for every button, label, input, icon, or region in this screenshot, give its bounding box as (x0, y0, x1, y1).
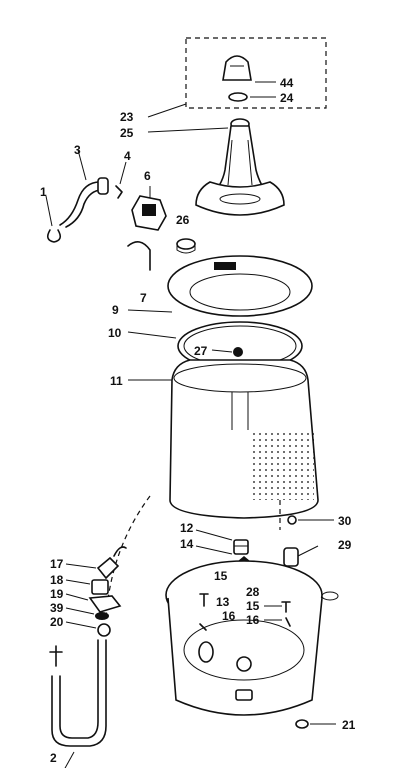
label-19: 19 (50, 587, 64, 601)
label-2: 2 (50, 751, 57, 765)
part-39-washer (95, 612, 109, 620)
part-27-nut (233, 347, 243, 357)
part-16-bolt-b (285, 617, 291, 627)
label-16b: 16 (246, 613, 260, 627)
label-11: 11 (110, 374, 123, 388)
label-15b: 15 (246, 599, 260, 613)
label-6: 6 (144, 169, 151, 183)
part-26-plug (176, 238, 196, 254)
label-16a: 16 (222, 609, 236, 623)
part-7-wire (127, 241, 151, 271)
label-3: 3 (74, 143, 81, 157)
part-14-base-tub (165, 560, 339, 716)
label-7: 7 (140, 291, 147, 305)
label-23: 23 (120, 110, 134, 124)
label-9: 9 (112, 303, 119, 317)
label-15a: 15 (214, 569, 228, 583)
label-20: 20 (50, 615, 64, 629)
label-26: 26 (176, 213, 190, 227)
label-24: 24 (280, 91, 294, 105)
label-1: 1 (40, 185, 47, 199)
part-21-foot (295, 719, 309, 729)
label-28: 28 (246, 585, 260, 599)
label-10: 10 (108, 326, 122, 340)
part-18-coupling (91, 579, 109, 595)
label-44: 44 (280, 76, 294, 90)
part-12-bearing (233, 539, 249, 555)
label-4: 4 (124, 149, 131, 163)
part-15-bolt (199, 593, 209, 607)
part-30-nut (287, 515, 297, 525)
part-29-switch (283, 545, 319, 567)
label-30: 30 (338, 514, 352, 528)
label-12: 12 (180, 521, 194, 535)
label-39: 39 (50, 601, 64, 615)
part-1-clamp (46, 229, 62, 243)
part-11-tub (169, 359, 319, 519)
part-19-pump (88, 595, 122, 613)
part-20-clamp (97, 623, 111, 637)
part-24-washer (228, 92, 248, 102)
part-17-elbow (96, 546, 127, 580)
part-25-agitator (195, 118, 285, 216)
label-14: 14 (180, 537, 194, 551)
callout-box (185, 37, 327, 109)
part-6-valve (131, 186, 167, 231)
label-18: 18 (50, 573, 64, 587)
part-9-tub-cover (167, 255, 313, 317)
label-13: 13 (216, 595, 230, 609)
part-15-bolt-b (281, 601, 291, 613)
label-17: 17 (50, 557, 64, 571)
label-29: 29 (338, 538, 352, 552)
label-27: 27 (194, 344, 208, 358)
part-2-drain-hose (49, 639, 107, 747)
label-25: 25 (120, 126, 134, 140)
part-44-knob (222, 55, 252, 81)
part-16-bolt (199, 623, 207, 631)
label-21: 21 (342, 718, 356, 732)
part-4-clip (115, 185, 123, 199)
part-3-hose (59, 177, 109, 228)
